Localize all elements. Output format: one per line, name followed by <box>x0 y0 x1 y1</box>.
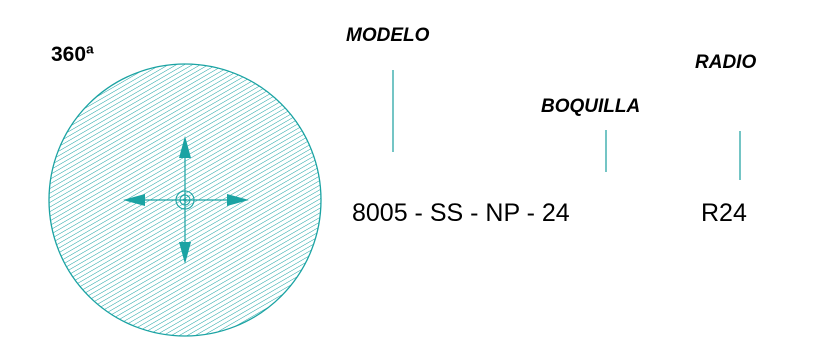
arrow-up-icon <box>179 136 191 158</box>
boquilla-label: BOQUILLA <box>541 96 641 117</box>
model-code: 8005 - SS - NP - 24 <box>352 199 570 227</box>
angle-label: 360ª <box>51 43 94 66</box>
arrow-down-icon <box>179 242 191 264</box>
arrow-left-icon <box>123 194 145 206</box>
radio-label: RADIO <box>695 52 757 73</box>
radius-code: R24 <box>701 199 747 227</box>
modelo-label: MODELO <box>346 25 430 46</box>
nozzle-center-icon <box>175 190 195 210</box>
arrow-right-icon <box>227 194 249 206</box>
